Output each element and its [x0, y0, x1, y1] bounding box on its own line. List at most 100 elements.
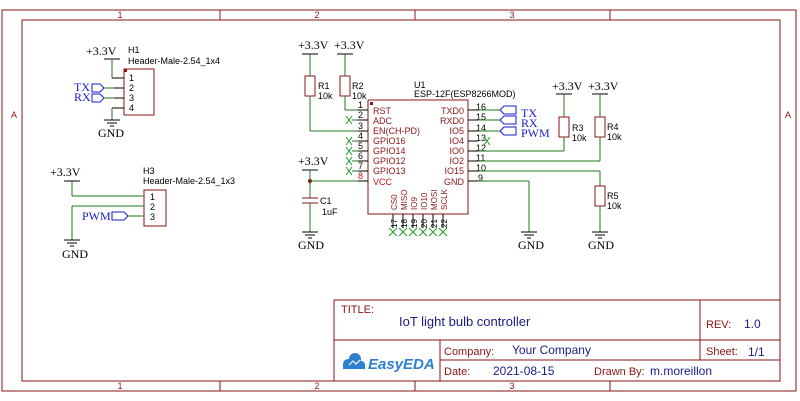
resistor-r3[interactable]: +3.3V R3 10k — [478, 79, 587, 152]
r1-value: 10k — [318, 91, 333, 101]
resistor-r4[interactable]: +3.3V R4 10k — [478, 79, 622, 162]
header-h3[interactable]: H3 Header-Male-2.54_1x3 1 2 3 — [143, 166, 235, 227]
frame-row-label-a: A — [11, 110, 17, 120]
r3-vcc-label: +3.3V — [552, 79, 583, 93]
r5-ref: R5 — [607, 191, 619, 201]
u1-pin-gpio14: GPIO14 — [373, 146, 406, 156]
h3-ref: H3 — [143, 166, 155, 176]
company-label: Company: — [444, 346, 494, 358]
u1-rx-netflag: RX — [478, 115, 538, 130]
schematic-title: IoT light bulb controller — [399, 314, 531, 329]
u1-pin-rxd0: RXD0 — [440, 116, 464, 126]
header-h1[interactable]: H1 Header-Male-2.54_1x4 1 2 3 4 — [112, 45, 220, 116]
h1-power-flag: +3.3V — [86, 44, 120, 78]
u1-pin-5-num: 5 — [358, 141, 363, 151]
drawn-by-label: Drawn By: — [594, 366, 645, 378]
frame-col-label-2-bottom: 2 — [314, 381, 319, 391]
u1-pin-io2: IO2 — [449, 156, 464, 166]
u1-pin-io10: IO10 — [420, 192, 429, 210]
u1-pin-16-num: 16 — [476, 102, 486, 112]
drawn-by-value: m.moreillon — [650, 364, 712, 378]
u1-pin-miso: MISO — [400, 190, 409, 210]
resistor-r5[interactable]: R5 10k GND — [478, 170, 622, 252]
u1-pin-io9: IO9 — [410, 197, 419, 210]
u1-pin-11-num: 11 — [476, 153, 485, 163]
h1-gnd-symbol: GND — [98, 108, 124, 140]
u1-pin-15-num: 15 — [476, 112, 486, 122]
u1-pin-gnd: GND — [444, 177, 465, 187]
u1-pin-mosi: MOSI — [430, 190, 439, 210]
h1-rx-netflag: RX — [74, 90, 114, 104]
date-value: 2021-08-15 — [493, 364, 555, 378]
r1-vcc-label: +3.3V — [298, 38, 329, 52]
frame-col-label-3-bottom: 3 — [509, 381, 514, 391]
resistor-r2[interactable]: +3.3V R2 10k — [334, 38, 367, 111]
u1-pin-13-num: 13 — [476, 133, 486, 143]
u1-pin-14-num: 14 — [476, 123, 486, 133]
u1-pin-7-num: 7 — [358, 161, 363, 171]
u1-tx-netflag: TX — [478, 105, 537, 120]
tx-label-u1: TX — [521, 106, 537, 120]
rev-value: 1.0 — [744, 317, 761, 331]
sheet-value: 1/1 — [748, 345, 765, 359]
u1-pin-9-num: 9 — [478, 173, 483, 183]
h3-pin-3: 3 — [150, 212, 155, 222]
u1-pin-vcc: VCC — [373, 177, 393, 187]
u1-pin-1-num: 1 — [358, 100, 363, 110]
easyeda-logo: EasyEDA — [343, 353, 435, 373]
u1-pin-12-num: 12 — [476, 143, 486, 153]
pwm-label-h3: PWM — [82, 209, 111, 223]
u1-pin-io15: IO15 — [444, 166, 464, 176]
u1-ref: U1 — [414, 80, 426, 90]
u1-pin-4-num: 4 — [358, 131, 363, 141]
rx-label-u1: RX — [521, 116, 538, 130]
h1-pin-3: 3 — [129, 93, 134, 103]
company-value: Your Company — [512, 343, 591, 357]
c1-ref: C1 — [320, 196, 332, 206]
title-block: TITLE: IoT light bulb controller REV: 1.… — [333, 299, 781, 382]
module-u1[interactable]: U1 ESP-12F(ESP8266MOD) 1 2 3 4 5 6 7 8 R… — [345, 80, 516, 237]
c1-gnd-label: GND — [298, 238, 324, 252]
u1-pin-21-num: 21 — [430, 219, 439, 228]
frame-col-label-3: 3 — [509, 10, 514, 20]
easyeda-logo-text: EasyEDA — [368, 356, 435, 373]
resistor-r1[interactable]: +3.3V R1 10k — [298, 38, 358, 132]
h3-value: Header-Male-2.54_1x3 — [143, 176, 235, 186]
u1-pin-6-num: 6 — [358, 151, 363, 161]
rx-label-h1: RX — [74, 90, 91, 104]
u1-pin-gpio12: GPIO12 — [373, 156, 406, 166]
h3-gnd-label: GND — [62, 247, 88, 261]
u1-pin-cs0: CS0 — [390, 194, 399, 210]
u1-pin-20-num: 20 — [420, 219, 429, 228]
r2-value: 10k — [352, 91, 367, 101]
r2-vcc-label: +3.3V — [334, 38, 365, 52]
cloud-icon — [343, 353, 365, 369]
sheet-label: Sheet: — [706, 346, 738, 358]
h1-gnd-label: GND — [98, 126, 124, 140]
u1-pin-18-num: 18 — [400, 219, 409, 228]
u1-gnd-label: GND — [518, 238, 544, 252]
r2-ref: R2 — [352, 81, 364, 91]
date-label: Date: — [444, 366, 470, 378]
capacitor-c1[interactable]: +3.3V C1 1uF GND — [298, 154, 358, 252]
h3-power-flag: +3.3V — [50, 165, 144, 197]
r4-value: 10k — [607, 132, 622, 142]
h3-pin-1: 1 — [150, 192, 155, 202]
u1-pin-io5: IO5 — [449, 126, 464, 136]
u1-pin-rst: RST — [373, 106, 392, 116]
h3-gnd-wire: GND — [62, 205, 144, 261]
u1-pin-adc: ADC — [373, 116, 393, 126]
c1-value: 1uF — [322, 207, 338, 217]
u1-pin-txd0: TXD0 — [441, 106, 464, 116]
h3-vcc-label: +3.3V — [50, 165, 81, 179]
h3-pin-2: 2 — [150, 202, 155, 212]
r3-value: 10k — [572, 133, 587, 143]
u1-pin-io0: IO0 — [449, 146, 464, 156]
u1-pin-22-num: 22 — [440, 219, 449, 228]
u1-value: ESP-12F(ESP8266MOD) — [414, 89, 516, 99]
u1-pwm-netflag: PWM — [478, 126, 550, 140]
r5-gnd-label: GND — [588, 238, 614, 252]
u1-pin-gpio13: GPIO13 — [373, 166, 406, 176]
r3-ref: R3 — [572, 123, 584, 133]
u1-pin-17-num: 17 — [390, 219, 399, 228]
